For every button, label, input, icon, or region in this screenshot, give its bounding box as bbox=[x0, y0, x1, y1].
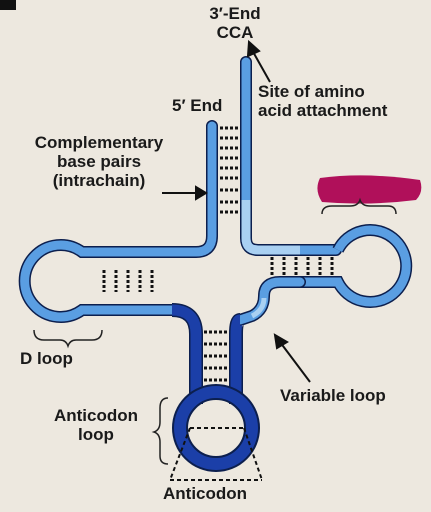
anticodon-loop-bracket bbox=[151, 397, 169, 465]
arrow-site-of-attachment bbox=[246, 39, 271, 83]
d-loop-bracket bbox=[33, 329, 103, 349]
three-prime-end-line1: 3′-End bbox=[209, 4, 261, 23]
anticodon-loop-label: Anticodon loop bbox=[36, 406, 156, 444]
d-arm-base-pairs bbox=[102, 270, 154, 292]
amino-acid-site-line2: acid attachment bbox=[258, 101, 388, 120]
variable-loop-strand bbox=[234, 276, 306, 326]
three-prime-end-line2: CCA bbox=[216, 23, 254, 42]
variable-loop-label: Variable loop bbox=[280, 386, 386, 405]
t-arm-loop bbox=[300, 224, 413, 308]
arrow-variable-loop bbox=[273, 333, 311, 383]
anticodon-arm bbox=[171, 303, 245, 404]
d-arm-loop bbox=[18, 239, 172, 323]
t-loop-bracket bbox=[321, 197, 397, 215]
acceptor-stem-5prime bbox=[126, 120, 218, 258]
highlight-mark bbox=[317, 175, 422, 204]
acceptor-base-pairs bbox=[220, 126, 238, 214]
corner-block bbox=[0, 0, 16, 10]
amino-acid-site-line1: Site of amino bbox=[258, 82, 365, 101]
d-loop-label: D loop bbox=[20, 349, 73, 368]
anticodon-base-pairs bbox=[204, 330, 228, 394]
complementary-line2: base pairs bbox=[56, 152, 142, 171]
complementary-line3: (intrachain) bbox=[52, 171, 146, 190]
anticodon-label: Anticodon bbox=[163, 484, 248, 503]
acceptor-stem-3prime bbox=[240, 56, 342, 256]
amino-acid-site-label: Site of amino acid attachment bbox=[258, 82, 387, 120]
anticodon-loop-line1: Anticodon bbox=[53, 406, 139, 425]
anticodon-loop bbox=[172, 384, 260, 472]
complementary-line1: Complementary bbox=[34, 133, 164, 152]
complementary-base-pairs-label: Complementary base pairs (intrachain) bbox=[4, 133, 194, 190]
three-prime-end-label: 3′-End CCA bbox=[205, 4, 265, 42]
t-arm-base-pairs bbox=[270, 257, 334, 275]
five-prime-end-label: 5′ End bbox=[172, 96, 223, 115]
anticodon-loop-line2: loop bbox=[78, 425, 114, 444]
anticodon-outline bbox=[169, 427, 263, 481]
arrow-complementary-pairs bbox=[162, 185, 208, 201]
